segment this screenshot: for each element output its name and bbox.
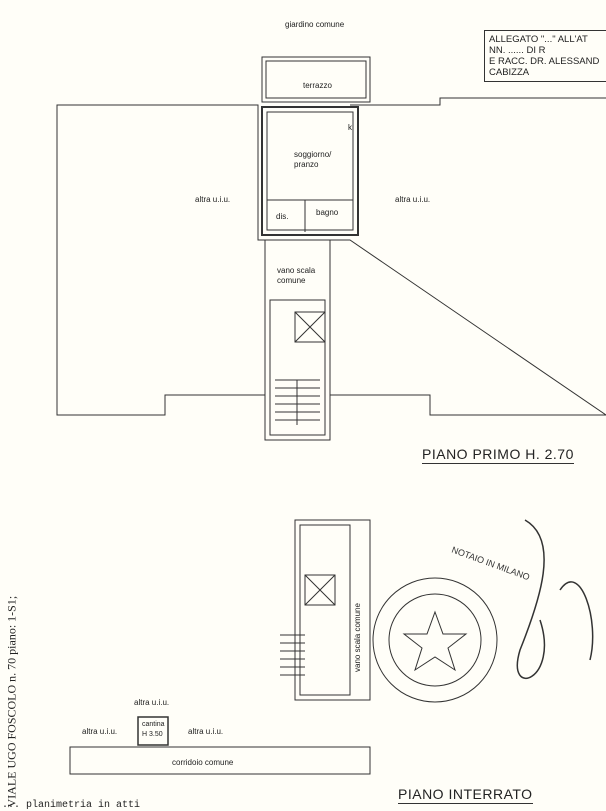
label-basement-stair: vano scala comune <box>353 603 362 672</box>
stamp-line: CABIZZA <box>489 67 530 78</box>
label-basement-other-left: altra u.i.u. <box>82 727 118 736</box>
cellar-outline <box>137 716 169 746</box>
label-kitchen: k <box>348 123 352 132</box>
stair-steps <box>275 379 320 425</box>
seal-text: NOTAIO IN MILANO <box>450 545 531 583</box>
stamp-line: ALLEGATO "..." ALL'AT <box>489 34 588 45</box>
label-living: soggiorno/ <box>294 150 332 159</box>
label-corridor: corridoio comune <box>172 758 234 767</box>
corridor-outline <box>69 746 371 775</box>
label-basement-other-top: altra u.i.u. <box>134 698 170 707</box>
notary-seal <box>372 577 498 703</box>
signature <box>516 519 594 679</box>
stamp-line: E RACC. DR. ALESSAND <box>489 56 600 67</box>
annex-stamp: ALLEGATO "..." ALL'AT NN. ...... DI R E … <box>484 30 606 82</box>
label-garden: giardino comune <box>285 20 345 29</box>
label-terrace: terrazzo <box>303 81 332 90</box>
label-other-right: altra u.i.u. <box>395 195 431 204</box>
label-bath: bagno <box>316 208 339 217</box>
stair-outline <box>264 239 331 441</box>
apartment-outline <box>261 106 359 236</box>
terrace-outline <box>261 56 371 103</box>
address-side-text: VIALE UGO FOSCOLO n. 70 piano: 1-S1; <box>4 595 19 808</box>
elevator <box>294 311 326 343</box>
label-cellar-height: H 3.50 <box>142 731 163 738</box>
label-stair: vano scala <box>277 266 316 275</box>
right-unit-outline <box>329 97 606 416</box>
footer-text: ... planimetria in atti <box>2 800 141 811</box>
label-stair-2: comune <box>277 276 306 285</box>
basement-title: PIANO INTERRATO <box>398 786 533 804</box>
label-hall: dis. <box>276 212 289 221</box>
label-other-left: altra u.i.u. <box>195 195 231 204</box>
first-floor-title: PIANO PRIMO H. 2.70 <box>422 446 574 464</box>
left-unit-outline <box>56 104 266 416</box>
stamp-line: NN. ...... DI R <box>489 45 546 56</box>
label-living-2: pranzo <box>294 160 319 169</box>
basement-stair-outline <box>294 519 371 701</box>
label-cellar: cantina <box>142 721 165 728</box>
label-basement-other-right: altra u.i.u. <box>188 727 224 736</box>
